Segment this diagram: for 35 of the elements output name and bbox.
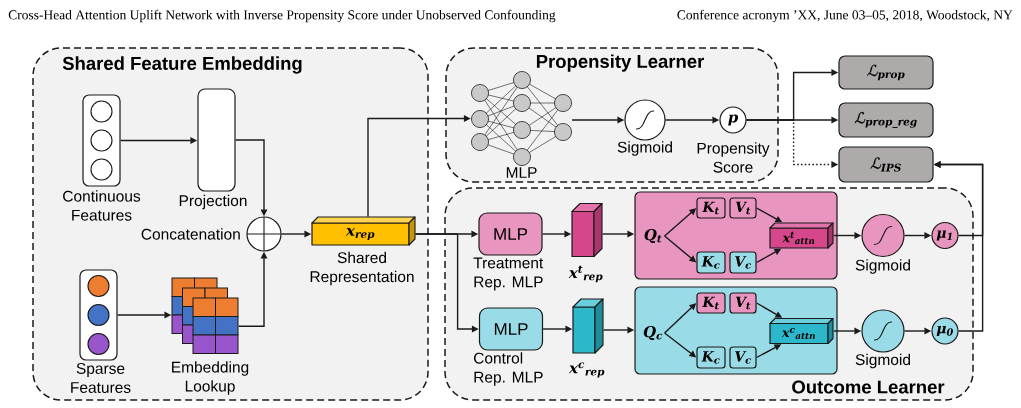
node-label: Sparse Features — [71, 363, 131, 393]
vector-block: x$^{t}$attn — [769, 222, 834, 249]
key-box: K$_{c}$ — [696, 346, 726, 369]
node-label: Projection — [179, 194, 247, 210]
node-label: Propensity Score — [697, 142, 770, 173]
query-label: Q$_{t}$ — [644, 228, 662, 244]
node-label: x$^{c}$rep — [568, 362, 605, 378]
mlp-box: MLP — [478, 212, 543, 256]
node-label: Shared Representation — [310, 251, 414, 286]
node-label: Sigmoid — [855, 259, 910, 274]
value-box: V$_{c}$ — [729, 251, 757, 274]
loss-box: ℒ$_{prop}$ — [838, 55, 934, 90]
node-label: Concatenation — [141, 228, 240, 240]
node-label: Control Rep. MLP — [474, 352, 543, 386]
running-header: Cross-Head Attention Uplift Network with Inverse Propensity Score under Unobserved Confounding — [8, 9, 556, 23]
key-box: K$_{t}$ — [696, 197, 726, 219]
node-label: Continuous Features — [63, 190, 141, 221]
loss-box: ℒ$_{IPS}$ — [838, 146, 934, 183]
key-box: K$_{c}$ — [696, 251, 726, 274]
vector-block: x$_{rep}$ — [311, 216, 416, 246]
node-label: x$^{t}$rep — [568, 265, 603, 283]
node-label: Sigmoid — [617, 141, 672, 156]
node-label: MLP — [506, 167, 537, 178]
node-label: Treatment Rep. MLP — [473, 257, 544, 291]
mlp-box: MLP — [478, 307, 544, 351]
running-header: Conference acronym ’XX, June 03–05, 2018, Woodstock, NY — [677, 9, 1013, 23]
key-box: K$_{t}$ — [696, 292, 726, 314]
loss-box: ℒ$_{prop_reg}$ — [838, 102, 934, 138]
value-box: V$_{c}$ — [729, 346, 757, 369]
node-label: Sigmoid — [855, 353, 910, 369]
vector-block: x$^{c}$attn — [769, 317, 834, 345]
node-label: Embedding Lookup — [172, 361, 249, 395]
value-box: V$_{t}$ — [729, 292, 757, 314]
value-box: V$_{t}$ — [729, 197, 757, 219]
query-label: Q$_{c}$ — [643, 325, 663, 341]
